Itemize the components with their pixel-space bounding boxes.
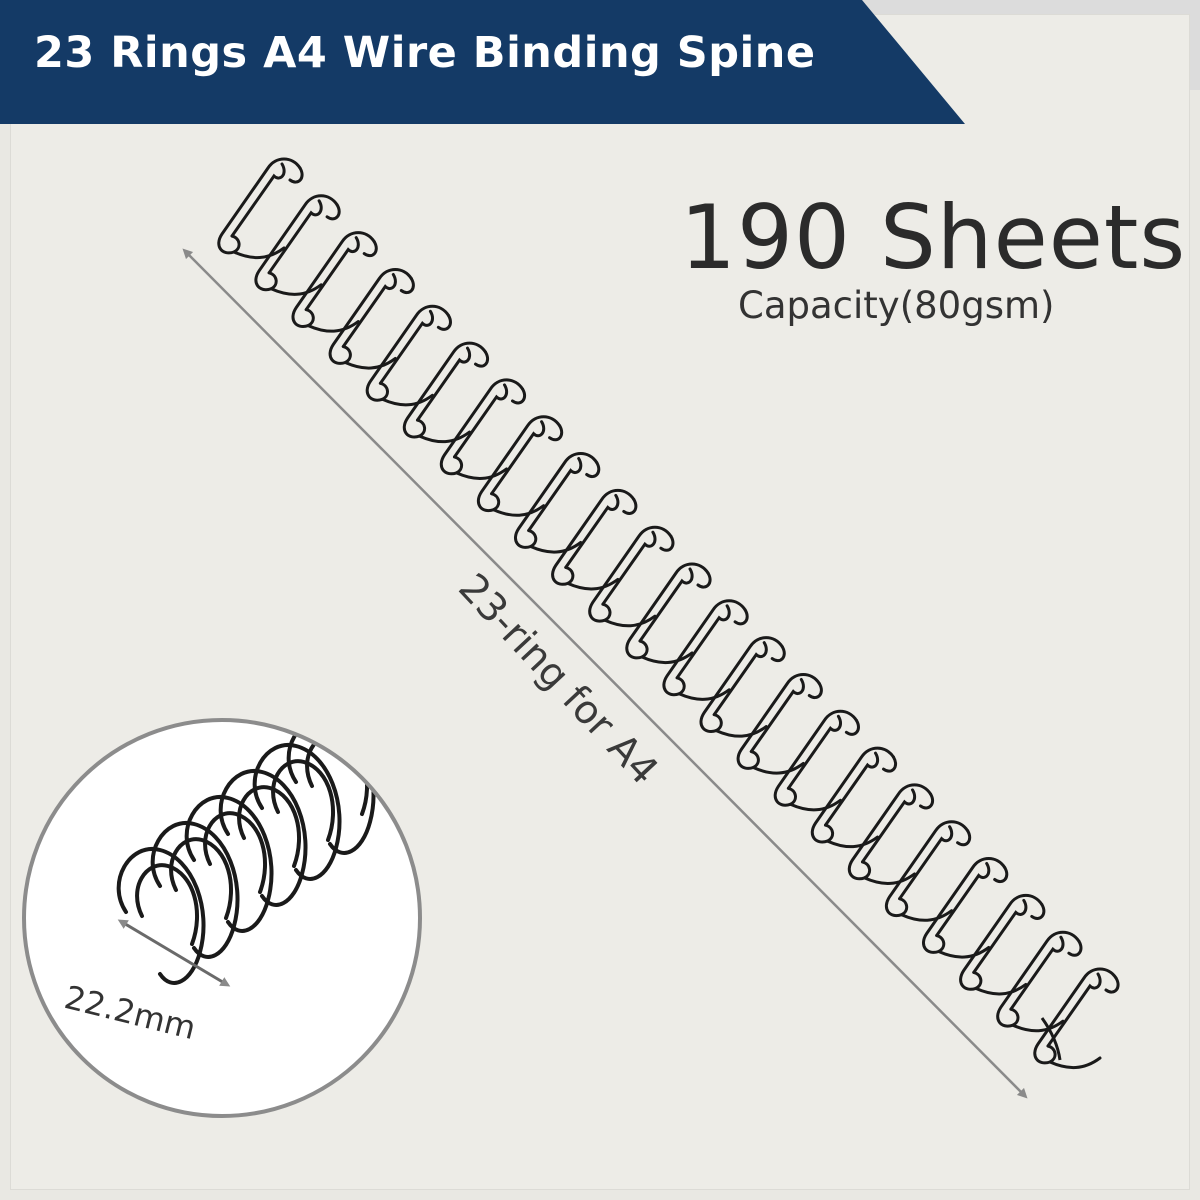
spine-ring [884,820,972,922]
spine-ring [773,709,860,812]
spine-ring [365,304,452,407]
closeup-loop [286,722,376,855]
closeup-loop [252,742,342,881]
length-arrow [182,248,1028,1099]
spine-ring [847,783,935,885]
spine-ring [328,268,415,370]
spine-ring [217,157,304,259]
closeup-loop-inner [169,837,234,920]
spine-ring [810,746,898,849]
capacity-subline: Capacity(80gsm) [738,284,1055,327]
title-banner [0,0,965,124]
spine-tail [1040,1017,1062,1061]
spine-ring [662,599,749,701]
spine-ring [1033,967,1120,1069]
diameter-arrow [117,919,231,987]
spine-ring [514,452,601,554]
spine-ring [254,194,341,296]
closeup-loop-inner [135,863,200,946]
spine-ring [625,562,712,664]
spine-ring [959,893,1046,996]
spine-ring [551,488,638,591]
closeup-loop-inner [203,811,268,894]
spine-ring [922,857,1009,959]
spine-ring [439,378,527,480]
spine-ring [996,930,1083,1033]
spine-ring [588,525,675,628]
banner-title: 23 Rings A4 Wire Binding Spine [34,28,816,78]
spine-ring [699,636,786,738]
closeup-loop-inner [271,759,336,842]
spine-rings [217,157,1120,1069]
capacity-headline: 190 Sheets [680,186,1187,289]
spine-ring [291,231,378,333]
spine-ring [476,415,564,517]
closeup-loop [218,768,308,907]
spine-ring [402,341,490,444]
closeup-inset [22,718,422,1118]
closeup-loop-inner [237,785,302,868]
closeup-loop [184,794,274,933]
closeup-loop-inner [305,733,370,816]
spine-ring [736,673,823,775]
closeup-wire-illustration [116,722,376,987]
